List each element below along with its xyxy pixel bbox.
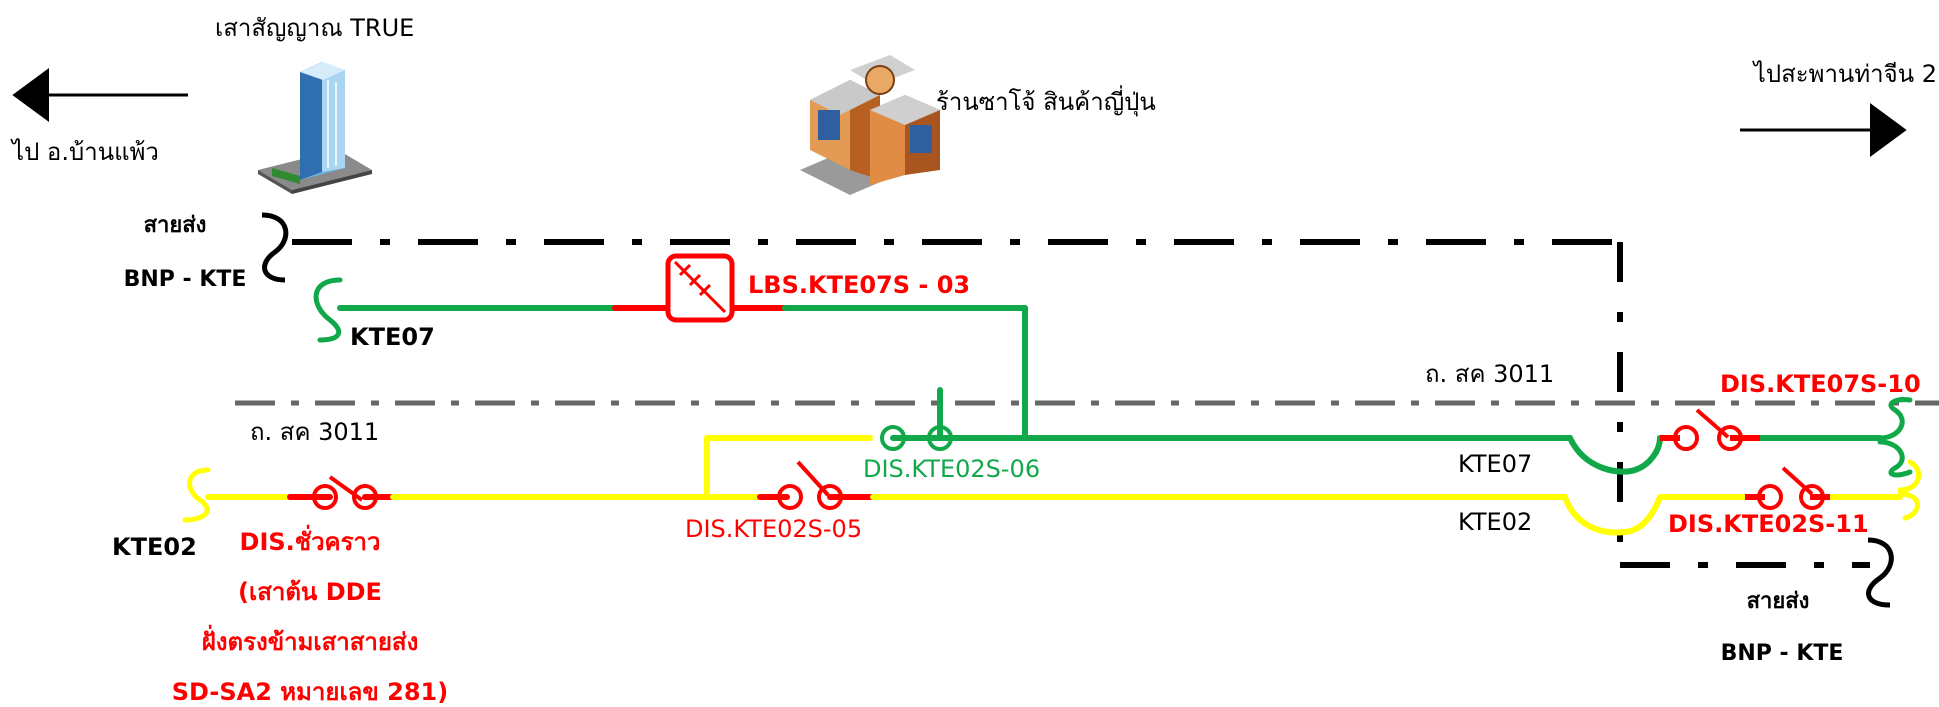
right-direction-label: ไปสะพานท่าจีน 2	[1752, 60, 1937, 88]
dis-10-label: DIS.KTE07S-10	[1720, 370, 1921, 398]
feeder-label-kte02-right: KTE02	[1458, 508, 1532, 536]
feeder-label-kte07-right: KTE07	[1458, 450, 1532, 478]
temp-switch-label-1: DIS.ชั่วคราว	[240, 524, 381, 556]
road-label-left: ถ. สค 3011	[250, 418, 379, 446]
dis-kte02s-11-switch[interactable]	[1745, 466, 1830, 510]
dis-05-label: DIS.KTE02S-05	[685, 515, 862, 543]
temp-switch-label-2: (เสาต้น DDE	[238, 578, 382, 606]
left-direction-label: ไป อ.บ้านแพ้ว	[10, 138, 159, 166]
dis-kte02s-06-switch[interactable]	[880, 425, 953, 451]
feeder-label-kte07-left: KTE07	[350, 323, 435, 351]
lbs-switch-icon[interactable]	[665, 253, 735, 323]
dis-kte07s-10-switch[interactable]	[1660, 408, 1760, 451]
signal-tower-icon	[258, 62, 372, 194]
transmission-label-right-2: BNP - KTE	[1721, 641, 1844, 666]
right-direction-arrow	[1740, 103, 1907, 157]
dis-06-label: DIS.KTE02S-06	[863, 455, 1040, 483]
transmission-label-right-1: สายส่ง	[1747, 589, 1810, 614]
feeder-label-kte02-left: KTE02	[112, 533, 197, 561]
temp-switch-label-3: ฝั่งตรงข้ามเสาสายส่ง	[202, 624, 419, 656]
tower-caption: เสาสัญญาณ TRUE	[215, 14, 414, 42]
transmission-label-left-1: สายส่ง	[144, 213, 207, 238]
road-label-right: ถ. สค 3011	[1425, 360, 1554, 388]
shop-caption: ร้านซาโจ้ สินค้าญี่ปุ่น	[936, 85, 1156, 117]
shop-building-icon	[800, 55, 940, 195]
transmission-label-left-2: BNP - KTE	[124, 267, 247, 292]
left-direction-arrow	[12, 68, 188, 122]
kte07-feeder	[313, 277, 1913, 478]
lbs-label: LBS.KTE07S - 03	[748, 271, 970, 299]
transmission-line	[261, 212, 1894, 608]
temp-switch-label-4: SD-SA2 หมายเลข 281)	[172, 678, 448, 706]
dis-kte02s-05-switch[interactable]	[777, 460, 843, 510]
dis-11-label: DIS.KTE02S-11	[1668, 510, 1869, 538]
dis-temp-switch[interactable]	[312, 475, 378, 510]
